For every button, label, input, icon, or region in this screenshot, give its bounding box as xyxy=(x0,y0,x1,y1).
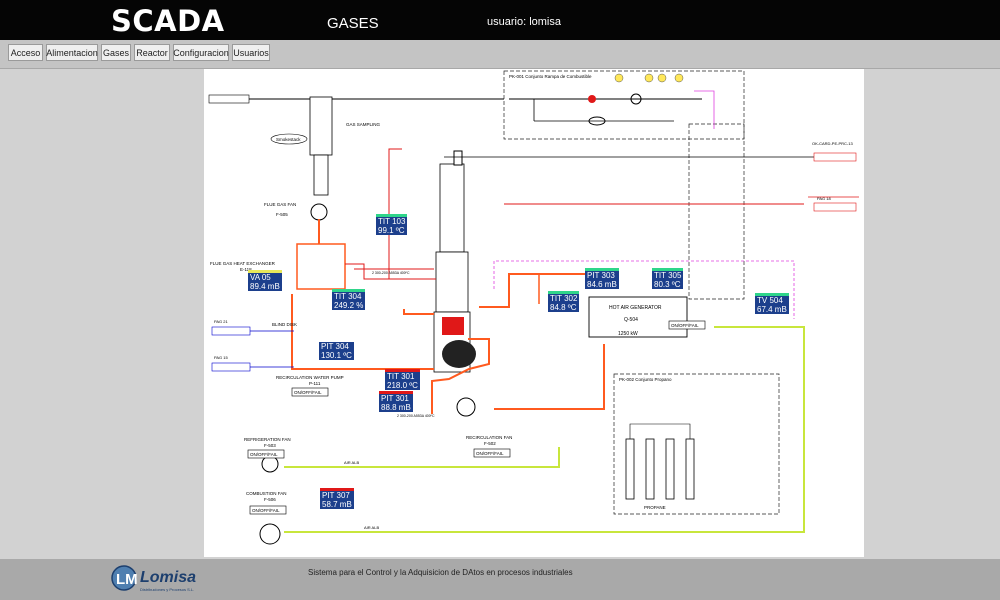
logo-subtitle: Distribuciones y Procesos S.L. xyxy=(140,587,194,592)
refrig-fan-state: ON/OFF/FAIL xyxy=(250,452,278,457)
propane-label: PROPANE xyxy=(644,505,666,510)
tit103-label: TIT 103 xyxy=(376,217,408,226)
tit304-label: TIT 304 xyxy=(332,292,366,301)
tit304-tag[interactable]: TIT 304 249.2 % xyxy=(332,289,366,310)
pit303-label: PIT 303 xyxy=(585,271,619,280)
line-id-1: 2 300-200 A553A 400ºC xyxy=(372,271,410,275)
hot-air-gen-state: ON/OFF/FAIL xyxy=(671,323,699,328)
refrig-fan-label: REFRIGERATION FAN xyxy=(244,437,291,442)
top-bar: SCADA GASES usuario: lomisa xyxy=(0,0,1000,40)
tv504-value: 67.4 mB xyxy=(755,305,789,314)
tit304-value: 249.2 % xyxy=(332,301,366,310)
comb-fan-id: F-506 xyxy=(264,497,276,502)
tit301-tag[interactable]: TIT 301 218.0 ºC xyxy=(385,369,420,390)
footer: LM Lomisa Distribuciones y Procesos S.L.… xyxy=(0,559,1000,600)
pit301-label: PIT 301 xyxy=(379,394,413,403)
tit301-value: 218.0 ºC xyxy=(385,381,420,390)
logo-wordmark: Lomisa xyxy=(140,569,196,586)
smokestack-label: Smokestack xyxy=(276,137,301,142)
recirc-pump-id: P-111 xyxy=(309,381,321,386)
pit304-label: PIT 304 xyxy=(319,342,354,351)
pag21-label: PAG 21 xyxy=(214,319,228,324)
pit307-value: 58.7 mB xyxy=(320,500,354,509)
svg-text:LM: LM xyxy=(116,571,138,588)
menu-acceso[interactable]: Acceso xyxy=(8,44,43,61)
process-diagram: PK-001 Conjunto Rampa de Combustible PK-… xyxy=(204,69,864,557)
tit302-tag[interactable]: TIT 302 84.8 ºC xyxy=(548,291,580,312)
pid-drawing: PK-001 Conjunto Rampa de Combustible PK-… xyxy=(208,70,859,545)
tit103-tag[interactable]: TIT 103 99.1 ºC xyxy=(376,214,408,235)
ok-card-label: OK-CARD-PE-PRC-13 xyxy=(812,141,853,146)
tit305-tag[interactable]: TIT 305 80.3 ºC xyxy=(652,268,684,289)
flue-gas-hx-label: FLUE GAS HEAT EXCHANGER xyxy=(210,261,276,266)
hot-air-gen-id: Q-504 xyxy=(624,317,638,323)
blind-disk-label: BLIND DISK xyxy=(272,322,297,327)
menu-configuracion[interactable]: Configuracion xyxy=(173,44,229,61)
recirc-fan-id: F-502 xyxy=(484,441,496,446)
tit301-label: TIT 301 xyxy=(385,372,420,381)
pit307-label: PIT 307 xyxy=(320,491,354,500)
recirc-fan-state: ON/OFF/FAIL xyxy=(476,451,504,456)
tit302-value: 84.8 ºC xyxy=(548,303,580,312)
pag15-label: PAG 15 xyxy=(214,355,228,360)
tit305-value: 80.3 ºC xyxy=(652,280,684,289)
va05-label: VA 05 xyxy=(248,273,282,282)
pit304-tag[interactable]: PIT 304 130.1 ºC xyxy=(319,339,354,360)
recirc-fan-label: RECIRCULATION FAN xyxy=(466,435,512,440)
hot-air-gen-label: HOT AIR GENERATOR xyxy=(609,305,662,311)
app-logo: SCADA xyxy=(111,4,225,38)
footer-tagline: Sistema para el Control y la Adquisicion… xyxy=(308,568,573,577)
pk002-label: PK-002 Conjunto Propano xyxy=(619,377,672,382)
tit302-label: TIT 302 xyxy=(548,294,580,303)
flue-gas-fan-label: FLUE GAS FAN xyxy=(264,202,296,207)
pit301-value: 88.8 mB xyxy=(379,403,413,412)
hot-air-gen-power: 1250 kW xyxy=(618,331,638,337)
user-label: usuario: lomisa xyxy=(487,16,561,28)
va05-tag[interactable]: VA 05 89.4 mB xyxy=(248,270,282,291)
recirc-pump-state: ON/OFF/FAIL xyxy=(294,390,322,395)
comb-fan-state: ON/OFF/FAIL xyxy=(252,508,280,513)
pit301-tag[interactable]: PIT 301 88.8 mB xyxy=(379,391,413,412)
page-title: GASES xyxy=(327,15,379,32)
pit303-value: 84.6 mB xyxy=(585,280,619,289)
gas-sampling-label: GAS SAMPLING xyxy=(346,122,381,127)
tv504-tag[interactable]: TV 504 67.4 mB xyxy=(755,293,789,314)
menu-usuarios[interactable]: Usuarios xyxy=(232,44,270,61)
line-id-2: 2 300-200 A553A 400ºC xyxy=(397,414,435,418)
lomisa-logo: LM Lomisa Distribuciones y Procesos S.L. xyxy=(111,565,196,592)
menu-bar: Acceso Alimentacion Gases Reactor Config… xyxy=(0,40,1000,69)
pit307-tag[interactable]: PIT 307 58.7 mB xyxy=(320,488,354,509)
recirc-pump-label: RECIRCULATION WATER PUMP xyxy=(276,375,344,380)
pk001-label: PK-001 Conjunto Rampa de Combustible xyxy=(509,74,592,79)
va05-value: 89.4 mB xyxy=(248,282,282,291)
flue-gas-hx-id: E-118 xyxy=(240,267,252,272)
pit303-tag[interactable]: PIT 303 84.6 mB xyxy=(585,268,619,289)
airline-1: AIR ALB xyxy=(344,460,359,465)
tit103-value: 99.1 ºC xyxy=(376,226,408,235)
airline-2: AIR ALB xyxy=(364,525,379,530)
menu-alimentacion[interactable]: Alimentacion xyxy=(46,44,98,61)
flue-gas-fan-id: F-505 xyxy=(276,212,288,217)
tv504-label: TV 504 xyxy=(755,296,789,305)
tit305-label: TIT 305 xyxy=(652,271,684,280)
menu-gases[interactable]: Gases xyxy=(101,44,131,61)
pit304-value: 130.1 ºC xyxy=(319,351,354,360)
refrig-fan-id: F-503 xyxy=(264,443,276,448)
menu-reactor[interactable]: Reactor xyxy=(134,44,170,61)
pag18-label: PAG 18 xyxy=(817,196,831,201)
comb-fan-label: COMBUSTION FAN xyxy=(246,491,287,496)
